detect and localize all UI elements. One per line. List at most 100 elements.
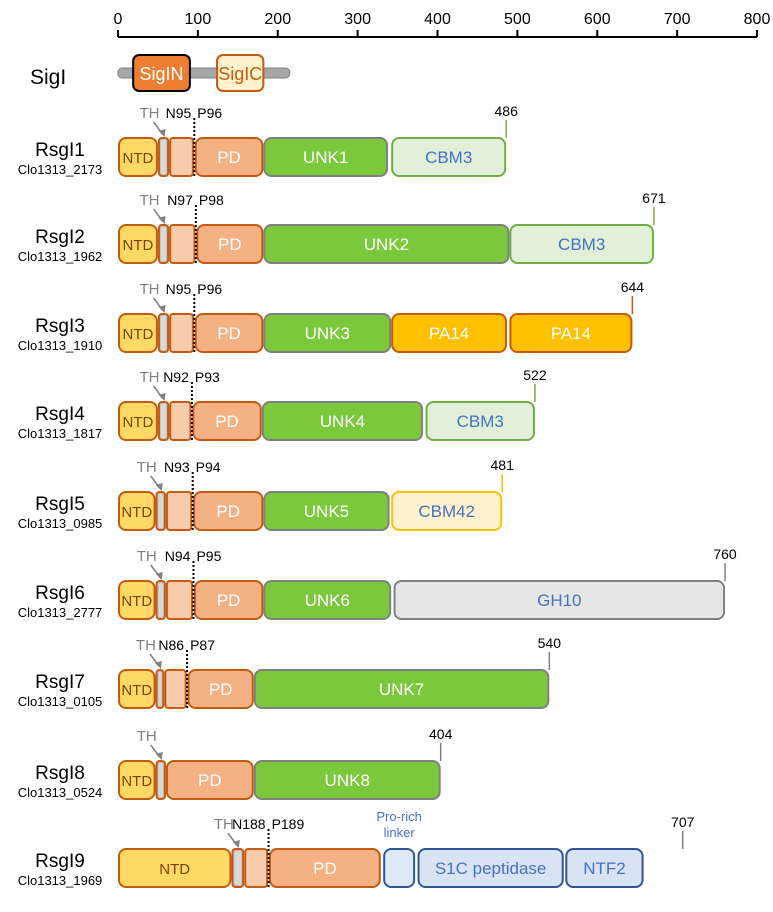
domain-label: PD: [218, 235, 242, 254]
domain-box: [263, 313, 392, 353]
th-shade: [160, 404, 167, 438]
th-label: TH: [140, 369, 160, 386]
cleavage-n-label: N86: [158, 637, 184, 653]
axis-tick-label: 100: [185, 11, 212, 28]
th-shade: [158, 583, 163, 617]
domain-label: PD: [217, 148, 241, 167]
domain-label: S1C peptidase: [435, 859, 547, 878]
protein-name: RsgI4: [35, 404, 85, 425]
domain-box: [194, 137, 264, 177]
domain-box: [165, 580, 194, 620]
domain-box: [118, 313, 158, 353]
protein-locus: Clo1313_1910: [18, 338, 103, 353]
domain-pdpre: [164, 669, 187, 709]
th-shade: [160, 227, 167, 261]
domain-th: [157, 137, 170, 177]
domain-label: CBM3: [425, 148, 472, 167]
th-shade: [158, 763, 163, 797]
domain-unk6: UNK6: [263, 580, 392, 620]
domain-ntd: NTD: [118, 313, 158, 353]
length-label: 486: [495, 103, 519, 119]
domain-box: [509, 224, 654, 264]
domain-box: [565, 848, 644, 888]
domain-label: NTD: [123, 237, 154, 254]
domain-label: UNK6: [305, 591, 350, 610]
domain-label: PA14: [551, 324, 591, 343]
length-label: 481: [491, 457, 515, 473]
protein-locus: Clo1313_1962: [18, 249, 103, 264]
domain-pd: PD: [165, 760, 254, 800]
domain-cbm3: CBM3: [391, 137, 507, 177]
domain-cbm3: CBM3: [509, 224, 654, 264]
cleavage-p-label: P93: [195, 369, 220, 385]
protein-locus: Clo1313_1817: [18, 426, 103, 441]
th-label: TH: [137, 728, 157, 745]
domain-unk8: UNK8: [253, 760, 441, 800]
domain-unk2: UNK2: [263, 224, 510, 264]
domain-box: [383, 848, 416, 888]
protein-locus: Clo1313_2173: [18, 162, 103, 177]
domain-box: [253, 760, 441, 800]
domain-label: NTD: [159, 861, 190, 878]
domain-pa14: PA14: [509, 313, 633, 353]
domain-label: UNK2: [364, 235, 409, 254]
domain-pd: PD: [192, 401, 262, 441]
cleavage-p-label: P98: [199, 192, 224, 208]
domain-th: [155, 760, 166, 800]
domain-th: [155, 580, 166, 620]
domain-pdpre: [169, 313, 194, 353]
th-label: TH: [214, 816, 234, 833]
domain-box: [509, 313, 633, 353]
domain-label: NTF2: [583, 859, 626, 878]
protein-locus: Clo1313_2777: [18, 605, 103, 620]
th-arrow-head: [155, 572, 163, 580]
axis-tick-label: 600: [584, 11, 611, 28]
domain-box: [169, 137, 194, 177]
domain-box: [187, 669, 254, 709]
domain-box: [164, 669, 187, 709]
domain-pd: PD: [196, 224, 264, 264]
cleavage-p-label: P189: [272, 816, 305, 832]
domain-box: [165, 491, 193, 531]
protein-name: RsgI6: [35, 583, 85, 604]
th-shade: [234, 851, 242, 885]
th-shade: [160, 140, 167, 174]
domain-box: [253, 669, 550, 709]
domain-pdpre: [165, 580, 194, 620]
protein-name: RsgI3: [35, 316, 85, 337]
cleavage-n-label: N92: [163, 369, 189, 385]
domain-label: CBM3: [558, 235, 605, 254]
protein-name: RsgI1: [35, 140, 85, 161]
length-label: 540: [538, 635, 562, 651]
th-arrow-head: [158, 129, 166, 137]
length-label: 404: [429, 726, 453, 742]
domain-pd: PD: [268, 848, 381, 888]
th-label: TH: [140, 105, 160, 122]
domain-box: [118, 491, 156, 531]
domain-box: [192, 401, 262, 441]
domain-ntd: NTD: [118, 580, 156, 620]
domain-ntf2: NTF2: [565, 848, 644, 888]
domain-th: [157, 224, 170, 264]
domain-box: [193, 580, 264, 620]
domain-sigin: [132, 54, 191, 92]
domain-label: NTD: [121, 682, 152, 699]
domain-pdpre: [169, 224, 196, 264]
domain-label: NTD: [121, 773, 152, 790]
domain-box: [118, 580, 156, 620]
th-arrow-head: [155, 752, 163, 760]
domain-pdpre: [165, 491, 193, 531]
domain-label: PD: [216, 502, 240, 521]
domain-label: NTD: [123, 150, 154, 167]
axis-tick-label: 200: [264, 11, 291, 28]
protein-locus: Clo1313_0985: [18, 516, 103, 531]
domain-label: UNK5: [304, 502, 349, 521]
